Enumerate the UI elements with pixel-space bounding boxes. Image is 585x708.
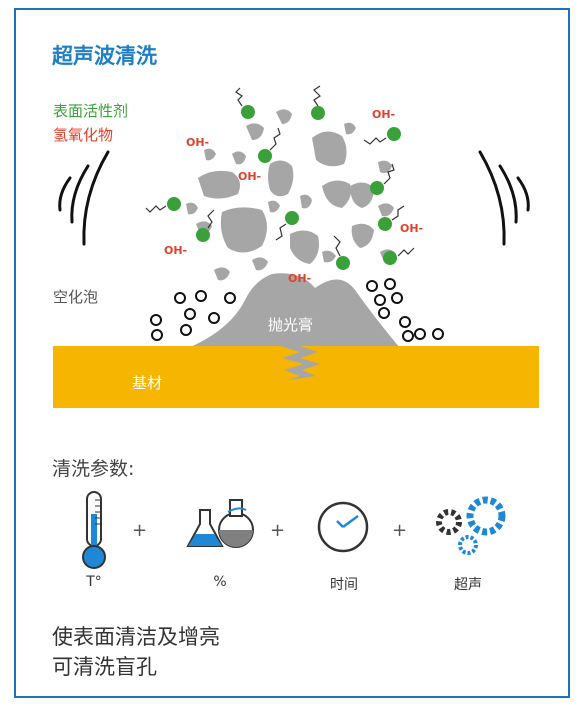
thermometer-icon	[82, 491, 106, 569]
hydroxide-label: 氢氧化物	[53, 126, 114, 144]
dirt-particles	[186, 109, 396, 281]
surfactant-label: 表面活性剂	[53, 102, 129, 120]
polish-paste-mound	[188, 273, 400, 348]
oh-label: OH-	[186, 136, 210, 149]
cavitation-label: 空化泡	[53, 288, 99, 306]
page-title: 超声波清洗	[52, 44, 157, 68]
surfactant-molecules	[167, 105, 401, 270]
sound-waves-left-icon	[58, 150, 110, 246]
param-time-label: 时间	[330, 577, 358, 593]
plus-sign: +	[270, 520, 286, 541]
param-concentration-label: %	[213, 574, 227, 590]
oh-label: OH-	[288, 272, 312, 285]
oh-label: OH-	[164, 244, 188, 257]
surfactant-tails	[145, 85, 415, 257]
cavitation-bubbles	[150, 278, 444, 342]
plus-sign: +	[132, 520, 148, 541]
oh-label: OH-	[400, 222, 424, 235]
substrate-label: 基材	[132, 374, 163, 392]
param-temperature-label: T°	[86, 574, 102, 590]
substrate-crack	[280, 346, 320, 380]
polish-label: 抛光膏	[268, 316, 314, 334]
flask-icon	[186, 499, 254, 548]
clock-icon	[317, 501, 369, 553]
oh-label: OH-	[372, 108, 396, 121]
params-heading: 清洗参数:	[52, 458, 135, 480]
sound-waves-right-icon	[478, 150, 530, 246]
description: 使表面清洁及增亮 可清洗盲孔	[52, 622, 220, 682]
description-line: 可清洗盲孔	[52, 655, 157, 679]
plus-sign: +	[392, 520, 408, 541]
description-line: 使表面清洁及增亮	[52, 625, 220, 649]
oh-label: OH-	[238, 170, 262, 183]
param-ultrasound-label: 超声	[454, 577, 482, 593]
gears-icon	[436, 496, 506, 555]
